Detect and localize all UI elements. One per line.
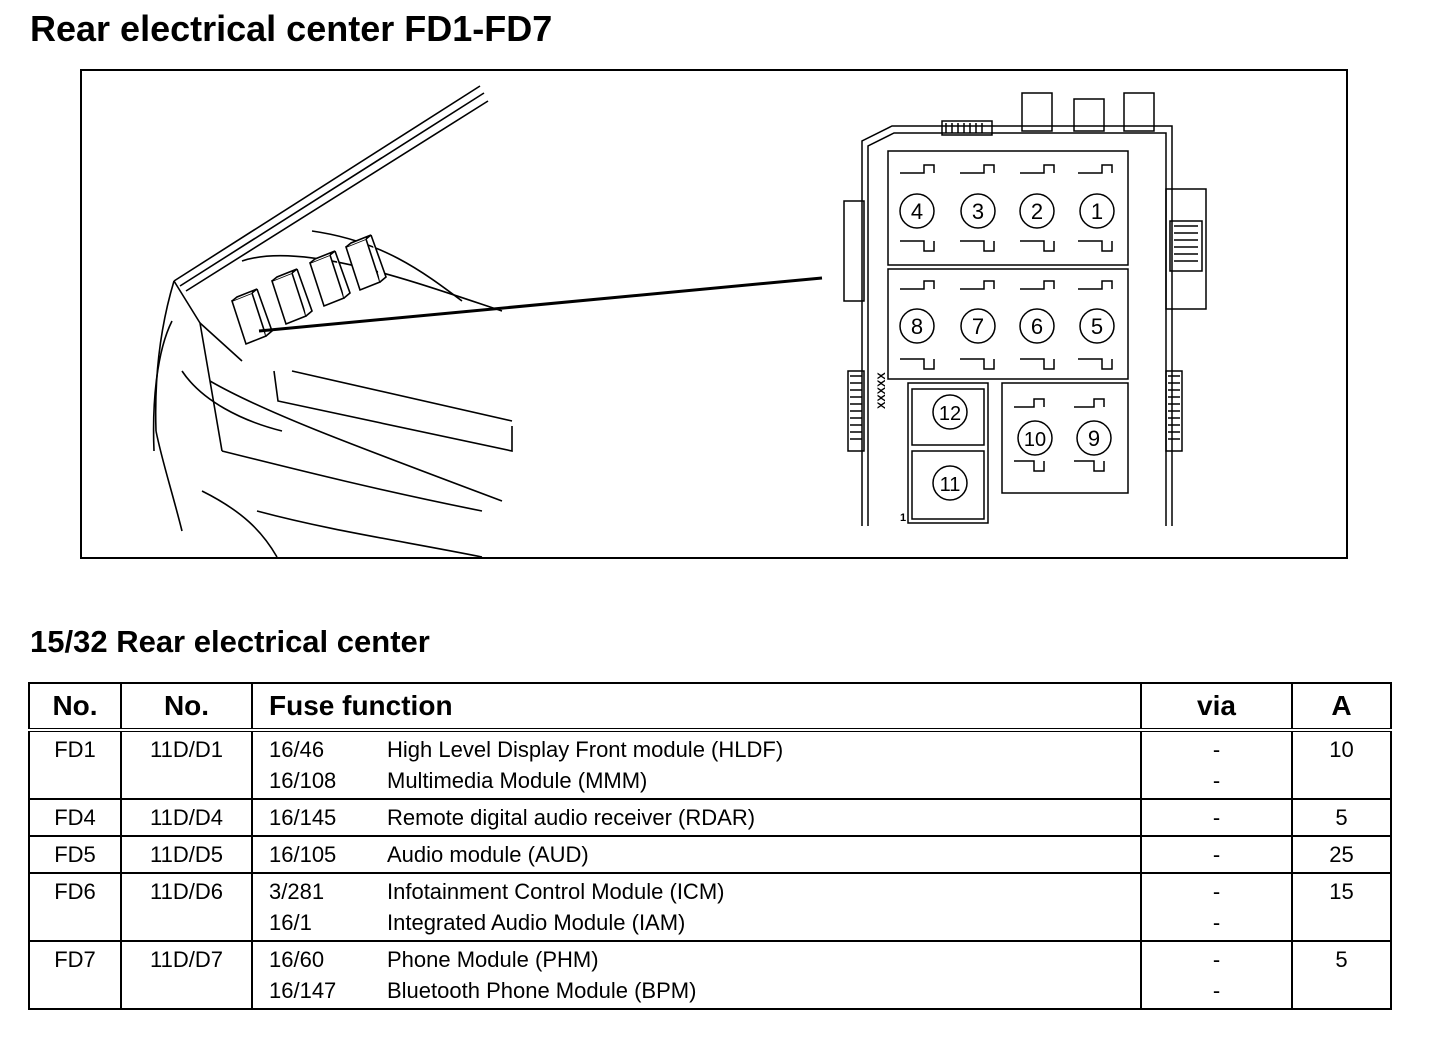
fuse-functions: 16/60 Phone Module (PHM) 16/147 Bluetooth …: [251, 941, 1142, 1009]
fuse-via: -: [1140, 799, 1293, 836]
svg-text:4: 4: [911, 199, 923, 224]
component-ref: 16/46: [269, 737, 325, 762]
header-function: Fuse function: [251, 683, 1142, 730]
fuse-slot-10: 10: [1017, 420, 1053, 456]
svg-text:11: 11: [940, 474, 961, 496]
svg-text:1: 1: [1091, 199, 1103, 224]
via-value: -: [1212, 805, 1221, 830]
connector-marking: XXXXX: [876, 372, 888, 409]
fuse-slot-7: 7: [960, 308, 996, 344]
section-title: 15/32 Rear electrical center: [30, 624, 430, 659]
header-no2: No.: [120, 683, 253, 730]
fuse-via: - -: [1140, 873, 1293, 941]
relay-boxes: [231, 234, 387, 346]
svg-text:8: 8: [911, 314, 923, 339]
fuse-amperage: 5: [1291, 941, 1392, 1009]
svg-text:10: 10: [1024, 429, 1046, 451]
fuse-no: FD4: [28, 799, 122, 836]
vehicle-outline: [152, 85, 513, 557]
fuse-slot-8: 8: [899, 308, 935, 344]
via-value: -: [1212, 737, 1221, 762]
svg-text:9: 9: [1088, 426, 1100, 451]
via-value: -: [1212, 842, 1221, 867]
fuse-box-diagram: XXXXX 1 1 2 3 4 5 6 7 8 9 10 11 12: [80, 69, 1348, 559]
component-function: High Level Display Front module (HLDF): [387, 737, 784, 762]
svg-text:2: 2: [1031, 199, 1043, 224]
fuse-position: 11D/D6: [120, 873, 253, 941]
header-via: via: [1140, 683, 1293, 730]
component-function: Audio module (AUD): [387, 842, 589, 867]
fuse-no: FD1: [28, 730, 122, 799]
fuse-box-housing: [843, 92, 1207, 526]
component-function: Infotainment Control Module (ICM): [387, 879, 725, 904]
fuse-slot-4: 4: [899, 193, 935, 229]
fuse-position: 11D/D5: [120, 836, 253, 873]
svg-text:3: 3: [972, 199, 984, 224]
svg-text:7: 7: [972, 314, 984, 339]
fuse-functions: 16/145 Remote digital audio receiver (RDA…: [251, 799, 1142, 836]
table-row: FD1 11D/D1 16/46 High Level Display Front…: [28, 730, 1392, 799]
fuse-no: FD7: [28, 941, 122, 1009]
diagram-svg: XXXXX 1 1 2 3 4 5 6 7 8 9 10 11 12: [152, 85, 1207, 557]
fuse-position: 11D/D1: [120, 730, 253, 799]
svg-text:12: 12: [939, 403, 961, 425]
table-header-row: No. No. Fuse function via A: [28, 683, 1392, 730]
header-no: No.: [28, 683, 122, 730]
component-function: Bluetooth Phone Module (BPM): [387, 978, 697, 1003]
component-ref: 16/60: [269, 947, 325, 972]
component-function: Phone Module (PHM): [387, 947, 599, 972]
fuse-amperage: 15: [1291, 873, 1392, 941]
fuse-functions: 16/46 High Level Display Front module (HL…: [251, 730, 1142, 799]
fuse-functions: 3/281 Infotainment Control Module (ICM) 1…: [251, 873, 1142, 941]
fuse-slot-6: 6: [1019, 308, 1055, 344]
fuse-table: No. No. Fuse function via A FD1 11D/D1 1…: [28, 682, 1392, 1010]
via-value: -: [1212, 910, 1221, 935]
component-ref: 16/145: [269, 805, 337, 830]
header-amp: A: [1291, 683, 1392, 730]
component-ref: 16/108: [269, 768, 337, 793]
table-row: FD4 11D/D4 16/145 Remote digital audio re…: [28, 799, 1392, 836]
via-value: -: [1212, 947, 1221, 972]
via-value: -: [1212, 879, 1221, 904]
fuse-slot-12: 12: [932, 394, 968, 430]
table-row: FD7 11D/D7 16/60 Phone Module (PHM) 16/14…: [28, 941, 1392, 1009]
fuse-no: FD5: [28, 836, 122, 873]
svg-text:5: 5: [1091, 314, 1103, 339]
via-value: -: [1212, 768, 1221, 793]
fuse-slot-9: 9: [1076, 420, 1112, 456]
fuse-amperage: 10: [1291, 730, 1392, 799]
fuse-slot-3: 3: [960, 193, 996, 229]
component-function: Integrated Audio Module (IAM): [387, 910, 686, 935]
fuse-position: 11D/D7: [120, 941, 253, 1009]
page-title: Rear electrical center FD1-FD7: [30, 8, 553, 49]
component-ref: 16/105: [269, 842, 337, 867]
pin-marking: 1: [900, 512, 906, 524]
fuse-amperage: 5: [1291, 799, 1392, 836]
component-ref: 3/281: [269, 879, 325, 904]
via-value: -: [1212, 978, 1221, 1003]
table-row: FD5 11D/D5 16/105 Audio module (AUD) - 25: [28, 836, 1392, 873]
fuse-no: FD6: [28, 873, 122, 941]
pointer-line: [258, 276, 823, 333]
component-ref: 16/1: [269, 910, 312, 935]
fuse-slot-2: 2: [1019, 193, 1055, 229]
fuse-via: - -: [1140, 730, 1293, 799]
component-function: Remote digital audio receiver (RDAR): [387, 805, 756, 830]
svg-text:6: 6: [1031, 314, 1043, 339]
component-function: Multimedia Module (MMM): [387, 768, 648, 793]
fuse-slot-1: 1: [1079, 193, 1115, 229]
component-ref: 16/147: [269, 978, 337, 1003]
fuse-position: 11D/D4: [120, 799, 253, 836]
table-row: FD6 11D/D6 3/281 Infotainment Control Mod…: [28, 873, 1392, 941]
fuse-functions: 16/105 Audio module (AUD): [251, 836, 1142, 873]
fuse-amperage: 25: [1291, 836, 1392, 873]
fuse-slot-11: 11: [932, 465, 968, 501]
fuse-slot-5: 5: [1079, 308, 1115, 344]
fuse-via: -: [1140, 836, 1293, 873]
fuse-via: - -: [1140, 941, 1293, 1009]
